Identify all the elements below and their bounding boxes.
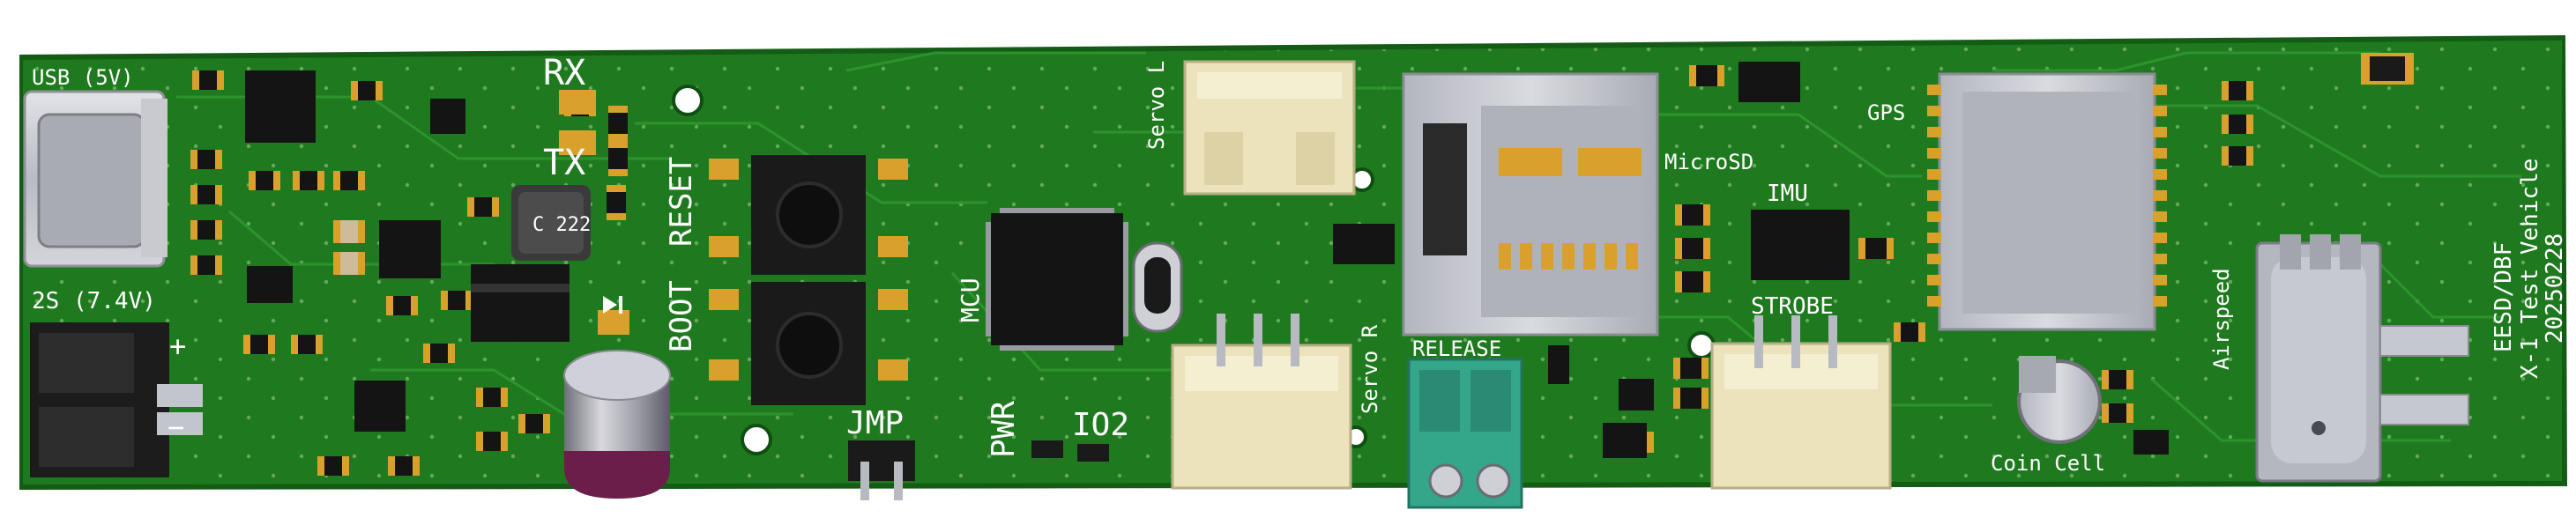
electrolytic-capacitor (563, 310, 671, 499)
coin-cell-holder[interactable] (2017, 356, 2102, 444)
label-imu: IMU (1767, 181, 1808, 207)
label-coin-cell: Coin Cell (1991, 451, 2105, 476)
reset-button[interactable] (709, 155, 908, 275)
servo-l-connector[interactable] (1183, 60, 1356, 196)
label-minus: − (168, 410, 184, 444)
pwr-led (1031, 440, 1063, 458)
mcu-chip (986, 208, 1128, 351)
label-plus: + (169, 329, 186, 363)
label-microsd: MicroSD (1664, 150, 1753, 174)
io2-led (1077, 444, 1109, 462)
label-gps: GPS (1867, 100, 1905, 125)
transistor-array (1333, 224, 1395, 264)
label-release: RELEASE (1412, 336, 1501, 361)
airspeed-sensor (2255, 234, 2469, 483)
microsd-socket[interactable] (1402, 72, 1659, 336)
label-reset: RESET (664, 157, 699, 247)
label-vehicle: X-1 Test Vehicle (2517, 159, 2543, 379)
label-servo-l: Servo L (1144, 61, 1169, 150)
crystal-oscillator (1132, 241, 1183, 333)
label-jmp: JMP (846, 405, 904, 441)
gps-module (1927, 72, 2167, 331)
battery-connector (30, 322, 203, 477)
label-rx: RX (543, 53, 585, 93)
led-indicator-icon (603, 296, 622, 314)
label-boot: BOOT (664, 280, 699, 352)
mounting-hole (741, 424, 772, 455)
label-strobe: STROBE (1751, 293, 1834, 320)
label-mcu: MCU (956, 277, 985, 322)
inductor-marking: C 222 (532, 214, 591, 236)
label-airspeed: Airspeed (2209, 268, 2234, 370)
transistor-array (1738, 62, 1800, 102)
label-servo-r: Servo R (1358, 324, 1382, 414)
jumper-header[interactable] (848, 440, 915, 500)
release-terminal-block[interactable] (1407, 358, 1523, 509)
label-tx: TX (543, 143, 585, 183)
label-io2: IO2 (1072, 407, 1129, 443)
inductor: C 222 (511, 185, 591, 261)
servo-r-connector[interactable] (1171, 314, 1352, 490)
label-usb: USB (5V) (32, 65, 134, 90)
mounting-hole (672, 85, 704, 116)
imu-chip (1751, 210, 1850, 280)
power-diode (471, 264, 570, 342)
label-battery: 2S (7.4V) (32, 288, 156, 314)
tx-led (559, 130, 596, 155)
label-pwr: PWR (986, 401, 1022, 458)
rx-led (559, 90, 596, 115)
mounting-hole (1687, 331, 1716, 359)
label-org: EESD/DBF (2490, 242, 2517, 352)
label-date: 20250228 (2542, 233, 2568, 344)
usb-connector (23, 90, 168, 268)
strobe-connector[interactable] (1710, 315, 1892, 490)
smd-passives-middle (1548, 53, 2414, 458)
boot-button[interactable] (709, 282, 908, 405)
